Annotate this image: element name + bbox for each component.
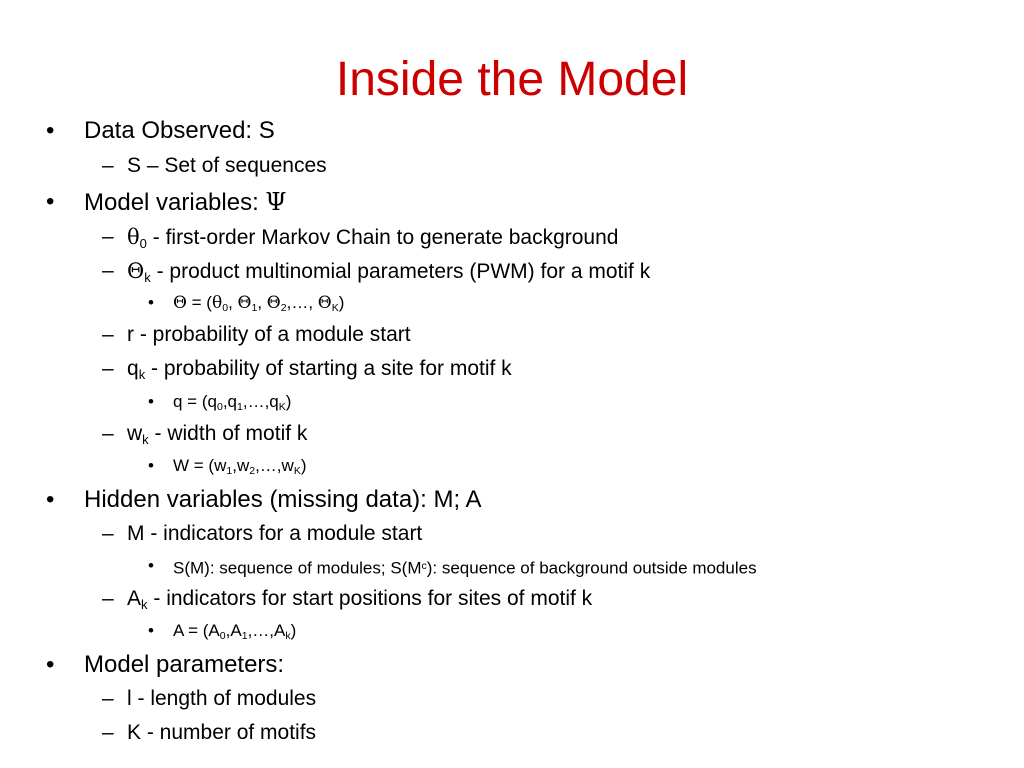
subscript: 1 (237, 401, 243, 414)
superscript: c (421, 560, 427, 572)
sm-def-part: S(M): sequence of modules; S(M (173, 558, 422, 578)
dash-marker: – (102, 259, 114, 282)
m-def-text: M - indicators for a module start (127, 522, 423, 545)
subscript: K (278, 401, 286, 414)
a-def-part: ,…,A (247, 621, 286, 640)
subscript: K (293, 465, 301, 478)
theta0-symbol: θ (211, 293, 223, 313)
ak-subscript: k (141, 596, 148, 612)
bullet-marker: • (46, 651, 55, 678)
theta-def-part: ) (338, 293, 345, 312)
s-def-text: S – Set of sequences (127, 154, 327, 177)
subscript: 0 (216, 401, 223, 414)
bullet-marker: • (46, 486, 55, 513)
q-def-text: q = (q0,q1,…,qK) (173, 391, 291, 418)
psi-symbol: Ψ (265, 188, 287, 216)
thetak-symbol: Θ (127, 259, 145, 283)
theta-def-part: ,…, (286, 293, 318, 312)
bullet-marker: • (148, 556, 154, 575)
dash-marker: – (102, 687, 114, 710)
qk-description: - probability of starting a site for mot… (145, 357, 512, 380)
subscript: 0 (222, 302, 229, 315)
thetak-text: Θk - product multinomial parameters (PWM… (127, 258, 650, 291)
subscript: 1 (241, 630, 248, 643)
subscript: K (331, 302, 339, 315)
subscript: 0 (219, 630, 226, 643)
r-def-text: r - probability of a module start (127, 323, 411, 346)
wk-description: - width of motif k (148, 422, 308, 445)
subscript: 2 (249, 465, 256, 478)
theta-def-part: , (228, 293, 238, 312)
ak-symbol: A (127, 587, 142, 610)
q-def-part: ,q (222, 392, 237, 411)
theta2-symbol: Θ (266, 293, 281, 313)
theta-def-part: = ( (186, 293, 212, 312)
q-def-part: ) (285, 392, 292, 411)
a-def-part: ) (290, 621, 297, 640)
dash-marker: – (102, 357, 114, 380)
w-def-text: W = (w1,w2,…,wK) (173, 455, 307, 482)
ak-text: Ak - indicators for start positions for … (127, 586, 592, 618)
data-observed-text: Data Observed: S (84, 117, 275, 144)
subscript: 2 (280, 302, 287, 315)
hidden-variables-text: Hidden variables (missing data): M; A (84, 486, 482, 513)
qk-symbol: q (127, 357, 139, 380)
wk-text: wk - width of motif k (127, 421, 307, 453)
theta1-symbol: Θ (237, 293, 252, 313)
w-def-part: ) (300, 456, 307, 475)
w-def-part: ,w (232, 456, 250, 475)
wk-subscript: k (142, 431, 149, 447)
slide-title: Inside the Model (335, 53, 689, 106)
dash-marker: – (102, 323, 114, 346)
model-parameters-text: Model parameters: (84, 651, 285, 678)
bullet-marker: • (148, 293, 154, 312)
q-def-part: q = (q (173, 392, 217, 411)
ak-description: - indicators for start positions for sit… (147, 587, 593, 610)
subscript: 1 (251, 302, 258, 315)
dash-marker: – (102, 225, 114, 248)
qk-text: qk - probability of starting a site for … (127, 356, 512, 388)
theta-symbol: Θ (173, 293, 187, 313)
subscript: 1 (226, 465, 233, 478)
wk-symbol: w (127, 422, 143, 445)
w-def-part: W = (w (173, 456, 227, 475)
thetaK-symbol: Θ (317, 293, 332, 313)
q-def-part: ,…,q (242, 392, 279, 411)
k-def-text: K - number of motifs (127, 721, 317, 744)
qk-subscript: k (138, 366, 146, 382)
theta0-text: θ0 - first-order Markov Chain to generat… (127, 224, 618, 257)
l-def-text: l - length of modules (127, 687, 317, 710)
model-variables-label: Model variables: (84, 189, 266, 216)
sm-def-text: S(M): sequence of modules; S(Mc): sequen… (173, 555, 757, 580)
theta-def-text: Θ = (θ0, Θ1, Θ2,…, ΘK) (173, 292, 344, 319)
theta0-description: - first-order Markov Chain to generate b… (146, 226, 619, 249)
dash-marker: – (102, 587, 114, 610)
bullet-marker: • (46, 117, 55, 144)
theta0-subscript: 0 (139, 235, 147, 251)
a-def-part: ,A (225, 621, 242, 640)
bullet-marker: • (148, 456, 154, 475)
bullet-marker: • (46, 188, 55, 215)
a-def-part: A = (A (173, 621, 220, 640)
dash-marker: – (102, 154, 114, 177)
bullet-marker: • (148, 621, 154, 640)
thetak-description: - product multinomial parameters (PWM) f… (150, 260, 651, 283)
sm-def-part: ): sequence of background outside module… (426, 558, 757, 578)
a-def-text: A = (A0,A1,…,Ak) (173, 620, 296, 647)
theta0-symbol: θ (127, 225, 140, 249)
model-variables-text: Model variables: Ψ (84, 187, 286, 218)
subscript: k (285, 630, 291, 643)
thetak-subscript: k (144, 269, 151, 285)
dash-marker: – (102, 721, 114, 744)
w-def-part: ,…,w (255, 456, 294, 475)
dash-marker: – (102, 522, 114, 545)
bullet-marker: • (148, 392, 154, 411)
theta-def-part: , (257, 293, 267, 312)
dash-marker: – (102, 422, 114, 445)
